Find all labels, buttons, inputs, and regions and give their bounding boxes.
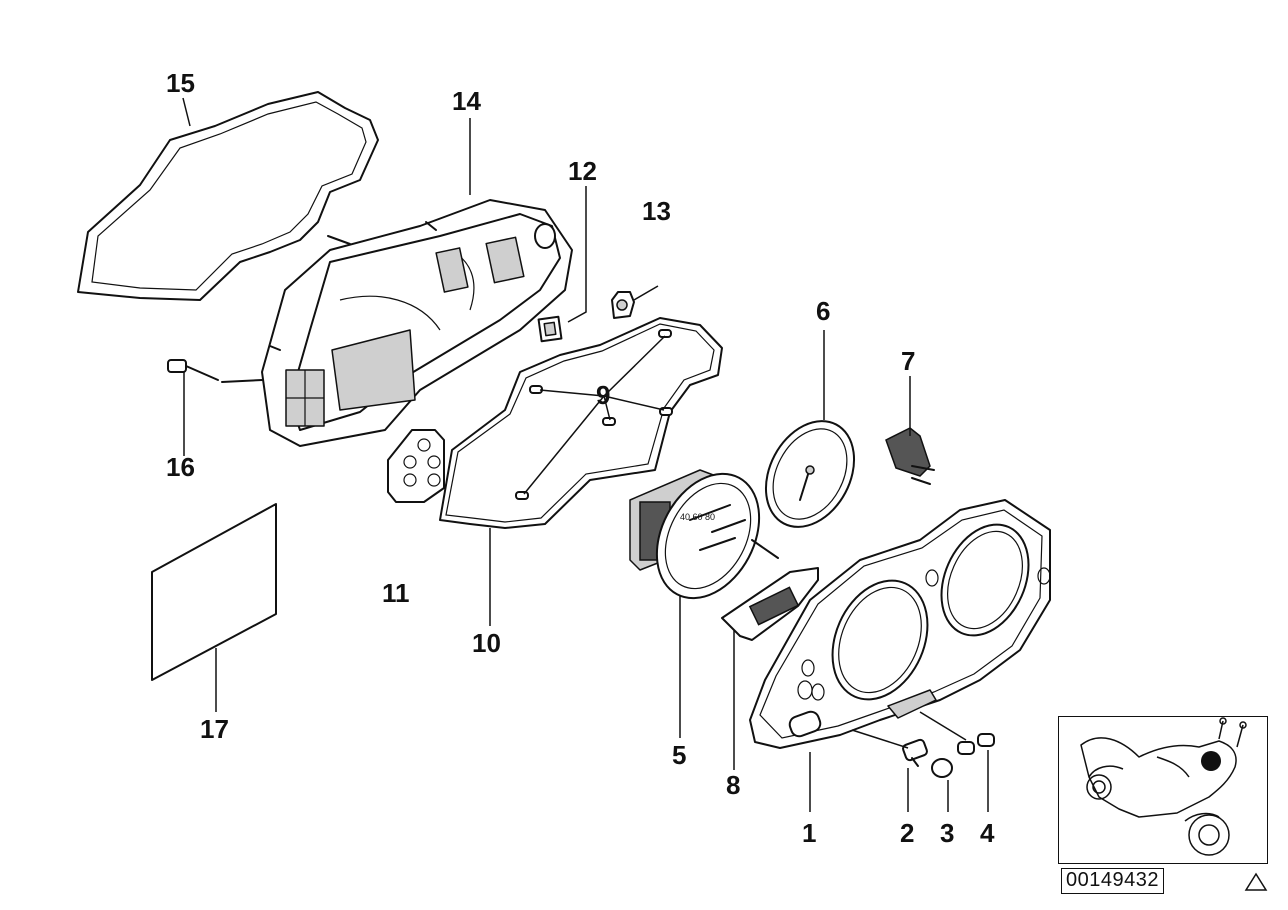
part-4-screw: [957, 733, 995, 755]
callout-8: 8: [726, 770, 740, 800]
part-13-nut: [611, 291, 635, 319]
part-6-tachometer: [764, 420, 856, 528]
callout-6: 6: [816, 296, 830, 326]
callout-16: 16: [166, 452, 195, 482]
callout-17: 17: [200, 714, 229, 744]
callout-4: 4: [980, 818, 995, 848]
leader-lines: [182, 97, 989, 812]
motorcycle-location-icon: [1058, 716, 1268, 864]
part-16-screw: [167, 359, 219, 381]
part-11-contact-plate: [387, 429, 445, 503]
part-3-plug: [931, 758, 953, 778]
triangle-icon: [1244, 872, 1268, 891]
part-8-display-board: [721, 567, 819, 641]
part-5-speedometer: 40 60 80: [629, 469, 779, 600]
callout-10: 10: [472, 628, 501, 658]
part-17-sheet: [151, 503, 277, 681]
location-dot: [1201, 751, 1221, 771]
callout-12: 12: [568, 156, 597, 186]
callout-1: 1: [802, 818, 816, 848]
svg-text:40 60 80: 40 60 80: [680, 512, 715, 522]
callout-11: 11: [382, 578, 410, 608]
callout-3: 3: [940, 818, 954, 848]
callout-5: 5: [672, 740, 686, 770]
part-7-connector: [885, 427, 935, 485]
callout-14: 14: [452, 86, 481, 116]
part-12-grommet: [537, 315, 563, 343]
part-9-lamps: [515, 329, 673, 500]
callout-2: 2: [900, 818, 914, 848]
part-1-instrument-cover: [749, 499, 1051, 749]
callout-13: 13: [642, 196, 671, 226]
callout-7: 7: [901, 346, 915, 376]
callout-15: 15: [166, 68, 195, 98]
part-14-housing: [221, 199, 573, 447]
callout-9: 9: [596, 380, 610, 410]
part-2-bulb-holder: [902, 738, 928, 767]
part-15-frame-seal: [77, 91, 379, 301]
diagram-id-label: 00149432: [1061, 868, 1164, 894]
part-10-gasket: [439, 317, 723, 529]
